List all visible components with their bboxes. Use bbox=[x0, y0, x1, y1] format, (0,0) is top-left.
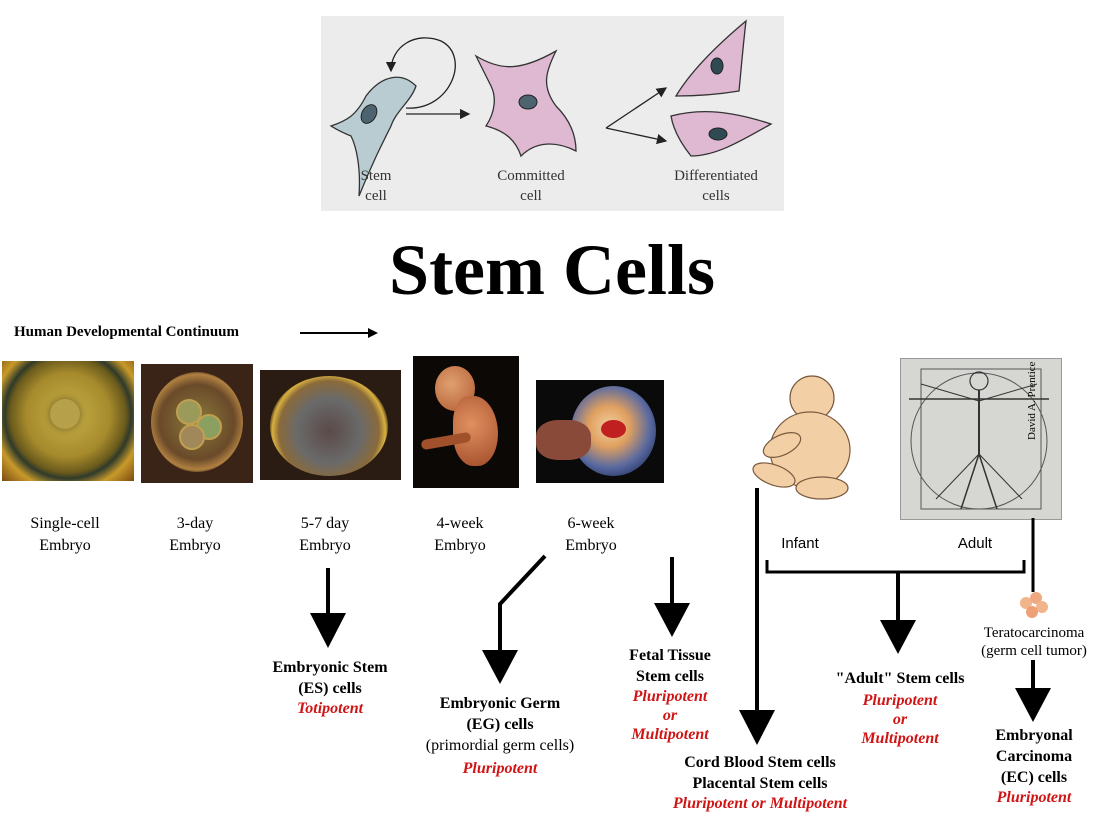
fetal-cells-block: Fetal Tissue Stem cells Pluripotent or M… bbox=[600, 645, 740, 744]
eg-cells-potency: Pluripotent bbox=[462, 760, 538, 777]
es-cells-block: Embryonic Stem (ES) cells Totipotent bbox=[245, 657, 415, 718]
fetal-cells-potency: Pluripotent or Multipotent bbox=[631, 688, 709, 743]
continuum-label: Human Developmental Continuum bbox=[14, 324, 240, 340]
infant-image bbox=[752, 375, 851, 500]
eg-cells-block: Embryonic Germ (EG) cells (primordial ge… bbox=[400, 693, 600, 778]
es-arrow-head bbox=[310, 613, 346, 648]
cell-diagram bbox=[329, 19, 773, 197]
teratocarcinoma-label: Teratocarcinoma (germ cell tumor) bbox=[981, 625, 1087, 659]
ec-cells-block: Embryonal Carcinoma (EC) cells Pluripote… bbox=[970, 725, 1098, 807]
adult-bracket bbox=[765, 560, 1026, 574]
fetal-cells-name: Fetal Tissue Stem cells bbox=[629, 647, 711, 685]
ec-cells-potency: Pluripotent bbox=[996, 789, 1072, 806]
eg-arrow-line bbox=[498, 554, 547, 652]
stem-cell-nucleus bbox=[360, 104, 378, 124]
differentiated-nucleus-top bbox=[710, 57, 724, 75]
adult-cells-name: "Adult" Stem cells bbox=[835, 670, 965, 687]
diff-arrow-up bbox=[605, 87, 668, 129]
tumor-icon bbox=[1020, 592, 1048, 618]
cord-blood-cells-name: Cord Blood Stem cells Placental Stem cel… bbox=[684, 754, 836, 792]
stem-cell-shape bbox=[329, 76, 417, 197]
three-day-embryo-image bbox=[141, 364, 253, 483]
eg-cells-sub: (primordial germ cells) bbox=[425, 737, 575, 754]
es-cells-potency: Totipotent bbox=[296, 700, 364, 717]
ec-arrow-head bbox=[1015, 688, 1051, 722]
stage-label-infant: Infant bbox=[781, 535, 819, 552]
stage-label-4-week: 4-week Embryo bbox=[434, 515, 486, 554]
four-week-embryo-image bbox=[413, 356, 519, 488]
six-week-embryo-image bbox=[536, 380, 664, 483]
adult-cells-potency: Pluripotent or Multipotent bbox=[861, 692, 939, 747]
eg-arrow-head bbox=[482, 650, 518, 684]
eg-cells-name: Embryonic Germ (EG) cells bbox=[439, 695, 561, 733]
stage-label-5-7-day: 5-7 day Embryo bbox=[299, 515, 351, 554]
ec-cells-name: Embryonal Carcinoma (EC) cells bbox=[995, 727, 1073, 786]
five-to-seven-day-embryo-image bbox=[260, 370, 401, 480]
differentiated-nucleus-bottom bbox=[708, 127, 728, 141]
cord-blood-cells-block: Cord Blood Stem cells Placental Stem cel… bbox=[640, 752, 880, 813]
page-title: Stem Cells bbox=[389, 230, 715, 310]
es-cells-name: Embryonic Stem (ES) cells bbox=[272, 659, 388, 697]
stage-label-3-day: 3-day Embryo bbox=[169, 515, 221, 554]
differentiated-cell-top bbox=[674, 19, 747, 97]
cell-differentiation-inset: Stem cell Committed cell Differentiated … bbox=[321, 16, 784, 211]
stage-label-6-week: 6-week Embryo bbox=[565, 515, 617, 554]
stage-label-single-cell: Single-cell Embryo bbox=[30, 515, 100, 554]
continuum-arrow bbox=[300, 328, 378, 338]
vitruvian-sketch bbox=[909, 368, 1049, 510]
cord-blood-cells-potency: Pluripotent or Multipotent bbox=[672, 795, 848, 812]
committed-cell-label: Committed cell bbox=[497, 168, 565, 204]
committed-cell-nucleus bbox=[518, 94, 538, 110]
adult-vitruvian-image bbox=[900, 358, 1062, 520]
self-renewal-arrow bbox=[385, 37, 456, 109]
single-cell-embryo-image bbox=[2, 361, 134, 481]
differentiated-cells-label: Differentiated cells bbox=[674, 168, 758, 204]
adult-cells-block: "Adult" Stem cells Pluripotent or Multip… bbox=[805, 668, 995, 748]
fetal-arrow-head bbox=[654, 603, 690, 637]
adult-arrow-head bbox=[880, 620, 916, 654]
stage-label-adult: Adult bbox=[957, 535, 993, 552]
diff-arrow-down bbox=[605, 127, 668, 145]
stem-cell-label: Stem cell bbox=[360, 168, 392, 204]
cord-arrow-head bbox=[739, 710, 775, 745]
